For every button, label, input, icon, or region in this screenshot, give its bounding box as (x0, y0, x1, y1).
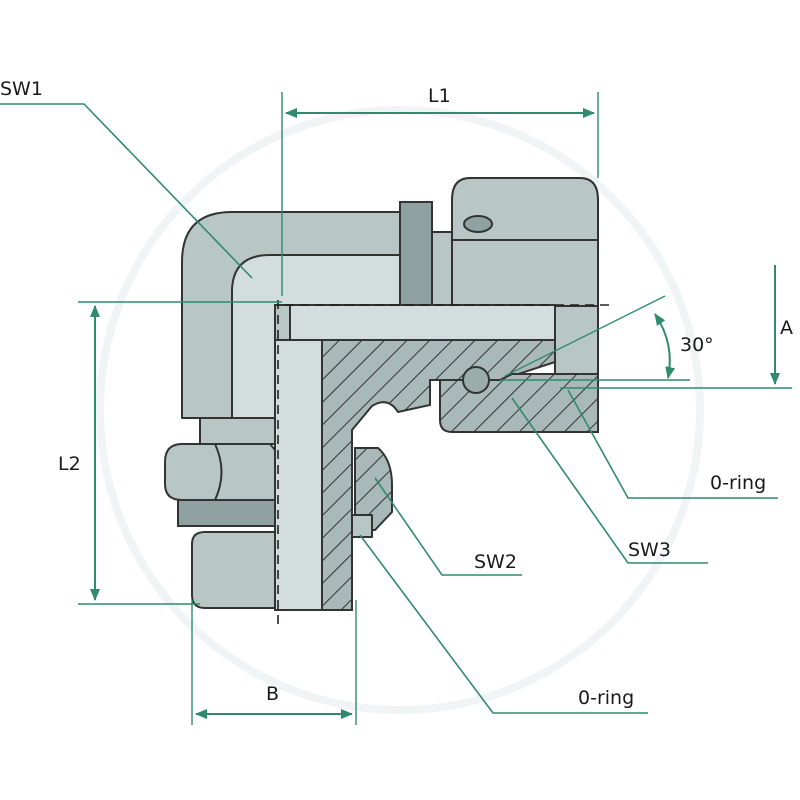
sw3-leader (511, 397, 708, 564)
sw1-label: SW1 (0, 78, 43, 100)
sw3-label: SW3 (628, 539, 671, 561)
a-label: A (780, 317, 793, 339)
l2-label: L2 (58, 453, 81, 475)
oring-top-leader (567, 389, 778, 499)
seal-groove (351, 514, 373, 538)
angle-slope-line (504, 295, 666, 377)
o-ring-top (462, 366, 490, 394)
lock-nut-sw2 (164, 417, 276, 527)
oring-bottom-leader (359, 534, 648, 714)
body-shoulder (399, 201, 433, 307)
l1-label: L1 (428, 85, 451, 107)
oring-bottom-label: 0-ring (578, 687, 634, 709)
sw2-leader (374, 477, 522, 576)
swivel-nut-sw3 (451, 177, 599, 307)
sw1-leader (0, 103, 253, 279)
sealing-ring (354, 447, 393, 531)
oring-top-label: 0-ring (710, 472, 766, 494)
sw2-label: SW2 (474, 551, 517, 573)
body-neck (431, 231, 453, 307)
angle-label: 30° (680, 334, 714, 356)
b-label: B (266, 683, 279, 705)
angle-arc (654, 313, 676, 379)
nut-hole (463, 215, 493, 233)
threaded-stud (191, 531, 276, 609)
